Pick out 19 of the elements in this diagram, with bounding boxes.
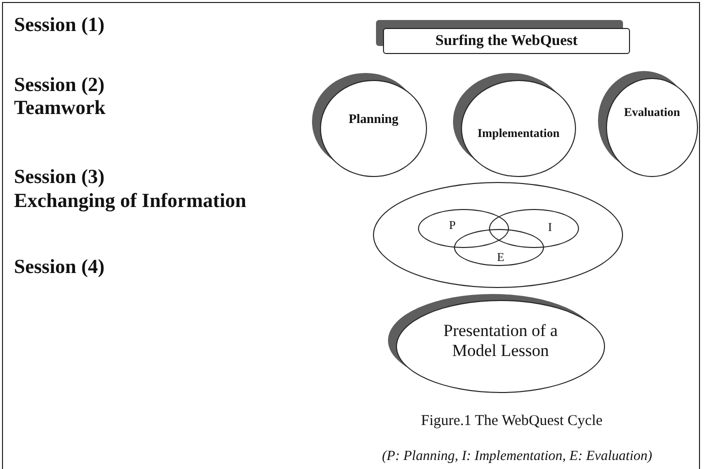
session-label: Session (3): [14, 165, 105, 190]
phase-label: Evaluation: [624, 104, 680, 120]
box-label: Surfing the WebQuest: [435, 32, 578, 51]
session-label: Session (1): [14, 13, 105, 38]
session-label: Session (2): [14, 73, 105, 98]
venn-ellipse: [454, 229, 544, 266]
venn-letter: P: [449, 217, 456, 234]
phase-label: Planning: [348, 110, 398, 128]
session-title: Teamwork: [14, 96, 106, 121]
venn-letter: E: [497, 249, 504, 266]
figure-caption: Figure.1 The WebQuest Cycle: [421, 412, 603, 431]
lesson-label: Presentation of a Model Lesson: [442, 320, 559, 360]
legend-note: (P: Planning, I: Implementation, E: Evaluation): [382, 448, 652, 466]
phase-label: Implementation: [478, 124, 560, 142]
session-title: Exchanging of Information: [14, 189, 246, 214]
venn-ellipse: [418, 209, 509, 248]
session-label: Session (4): [14, 255, 105, 280]
venn-letter: I: [548, 219, 552, 236]
venn-ellipse: [489, 209, 579, 248]
